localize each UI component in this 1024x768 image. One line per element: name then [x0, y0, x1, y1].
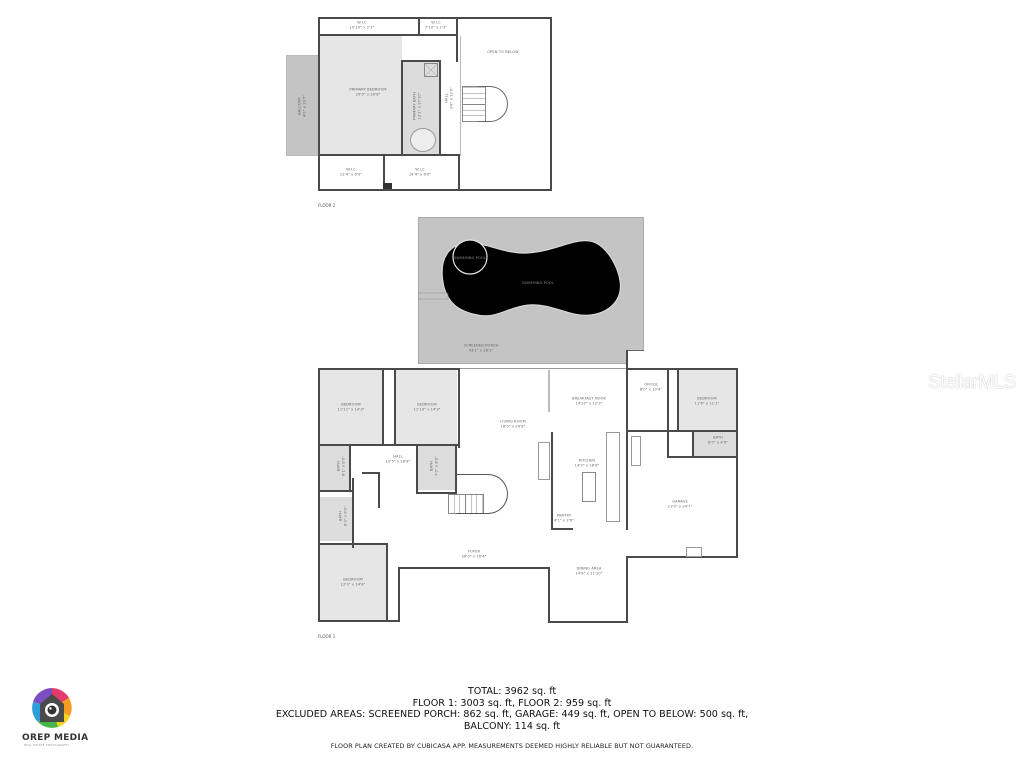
- kitchen-island: [582, 472, 596, 502]
- bath: [320, 446, 350, 490]
- primary-bedroom: [320, 36, 402, 155]
- floor-2-label: FLOOR 2: [318, 203, 336, 208]
- pool-label-small: SWIMMING POOL: [454, 255, 486, 260]
- total-area: TOTAL: 3962 sq. ft: [467, 686, 557, 697]
- floor-areas: FLOOR 1: 3003 sq. ft, FLOOR 2: 959 sq. f…: [412, 697, 612, 709]
- logo-name: OREP MEDIA: [22, 733, 89, 743]
- excluded-areas: EXCLUDED AREAS: SCREENED PORCH: 862 sq. …: [275, 709, 749, 721]
- bath: [418, 446, 455, 490]
- area-summary: TOTAL: 3962 sq. ft FLOOR 1: 3003 sq. ft,…: [0, 686, 1024, 732]
- stellar-mls-watermark: StellarMLS: [928, 372, 1016, 393]
- bedroom: [320, 545, 386, 620]
- bathtub-icon: [410, 128, 436, 152]
- disclaimer: FLOOR PLAN CREATED BY CUBICASA APP. MEAS…: [330, 742, 694, 750]
- bath: [694, 432, 737, 456]
- bath: [320, 497, 352, 541]
- room-label-open-to-below: OPEN TO BELOW: [487, 49, 519, 54]
- shower-icon: [424, 63, 438, 77]
- balcony: [286, 55, 319, 156]
- pool-label-main: SWIMMING POOL: [522, 280, 554, 285]
- logo-tagline: REAL ESTATE PHOTOGRAPHY: [24, 744, 70, 747]
- bedroom: [320, 370, 382, 444]
- balcony-area: BALCONY: 114 sq. ft: [463, 720, 561, 732]
- bedroom: [396, 370, 457, 444]
- swimming-pool: [418, 239, 621, 317]
- camera-house-icon: [32, 688, 72, 728]
- floor-1-label: FLOOR 1: [318, 634, 336, 639]
- bedroom: [679, 370, 737, 430]
